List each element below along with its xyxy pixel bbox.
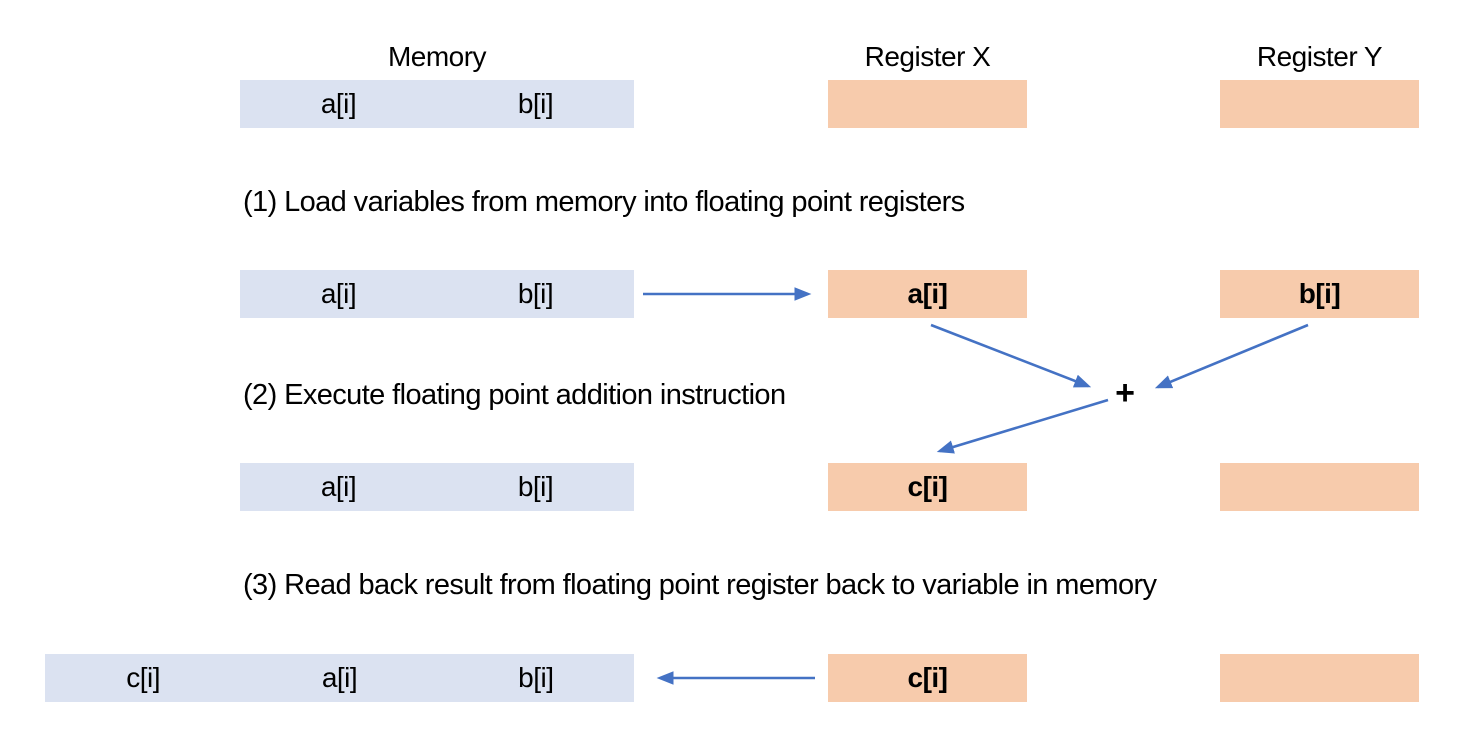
- register-x-column-header: Register X: [864, 41, 991, 72]
- add-result-arrow-icon: [936, 398, 1109, 454]
- memory-cell-a: a[i]: [320, 88, 357, 119]
- register-y-column-header: Register Y: [1256, 41, 1383, 72]
- memory-box-initial: a[i] b[i]: [240, 80, 634, 128]
- memory-box-after-add: a[i] b[i]: [240, 463, 634, 511]
- register-y-box-loaded: b[i]: [1220, 270, 1419, 318]
- register-x-box-initial: [828, 80, 1027, 128]
- add-input-a-arrow-icon: [930, 323, 1092, 388]
- register-x-box-result: c[i]: [828, 463, 1027, 511]
- memory-cell-c: c[i]: [126, 662, 161, 693]
- memory-cell-b: b[i]: [518, 662, 554, 693]
- step-1-label: (1) Load variables from memory into floa…: [243, 186, 965, 218]
- register-x-box-store: c[i]: [828, 654, 1027, 702]
- memory-cell-a: a[i]: [320, 278, 357, 309]
- memory-box-after-store: c[i] a[i] b[i]: [45, 654, 634, 702]
- memory-cell-a: a[i]: [321, 662, 358, 693]
- register-x-box-loaded: a[i]: [828, 270, 1027, 318]
- step-2-label: (2) Execute floating point addition inst…: [243, 379, 786, 411]
- register-y-box-store: [1220, 654, 1419, 702]
- memory-column-header: Memory: [387, 41, 487, 72]
- memory-cell-b: b[i]: [517, 278, 554, 309]
- memory-cell-a: a[i]: [320, 471, 357, 502]
- register-y-box-after-add: [1220, 463, 1419, 511]
- memory-cell-b: b[i]: [517, 471, 554, 502]
- memory-box-after-load: a[i] b[i]: [240, 270, 634, 318]
- memory-cell-b: b[i]: [517, 88, 554, 119]
- add-input-b-arrow-icon: [1154, 323, 1309, 389]
- step-3-label: (3) Read back result from floating point…: [243, 569, 1157, 601]
- plus-operator: +: [1115, 374, 1135, 412]
- register-y-box-initial: [1220, 80, 1419, 128]
